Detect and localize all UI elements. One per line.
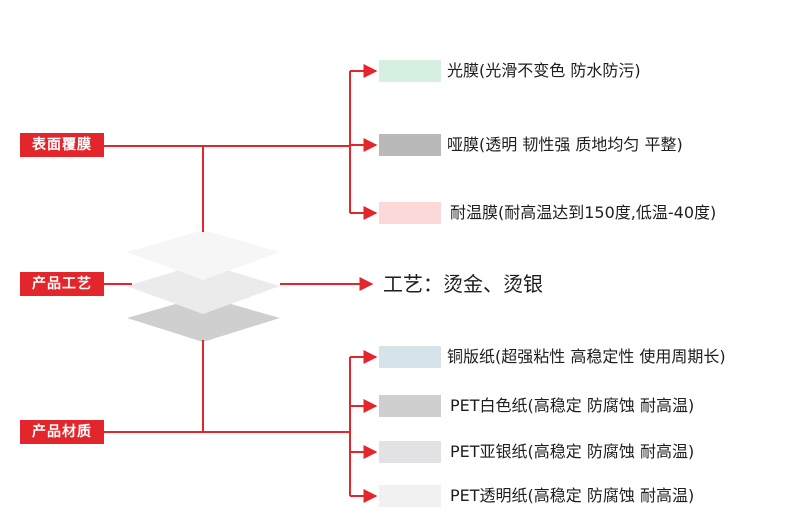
material-item-text: PET透明纸(高稳定 防腐蚀 耐高温) bbox=[450, 486, 695, 505]
layered-sheets-illustration bbox=[127, 230, 280, 342]
category-label-craft: 产品工艺 bbox=[20, 272, 104, 296]
material-item-text: 铜版纸(超强粘性 高稳定性 使用周期长) bbox=[447, 347, 726, 366]
material-swatch bbox=[379, 395, 441, 417]
surface-swatch bbox=[379, 60, 441, 82]
surface-item-text: 耐温膜(耐高温达到150度,低温-40度) bbox=[450, 203, 717, 222]
material-item-text: PET亚银纸(高稳定 防腐蚀 耐高温) bbox=[450, 442, 695, 461]
surface-swatch bbox=[379, 202, 441, 224]
material-swatch bbox=[379, 441, 441, 463]
surface-item-text: 哑膜(透明 韧性强 质地均匀 平整) bbox=[447, 135, 683, 154]
category-label-material: 产品材质 bbox=[20, 420, 104, 444]
material-item-text: PET白色纸(高稳定 防腐蚀 耐高温) bbox=[450, 396, 695, 415]
surface-swatch bbox=[379, 134, 441, 156]
category-label-surface: 表面覆膜 bbox=[20, 133, 104, 157]
craft-detail-text: 工艺：烫金、烫银 bbox=[383, 272, 543, 296]
material-swatch bbox=[379, 485, 441, 507]
surface-item-text: 光膜(光滑不变色 防水防污) bbox=[447, 61, 641, 80]
material-swatch bbox=[379, 346, 441, 368]
